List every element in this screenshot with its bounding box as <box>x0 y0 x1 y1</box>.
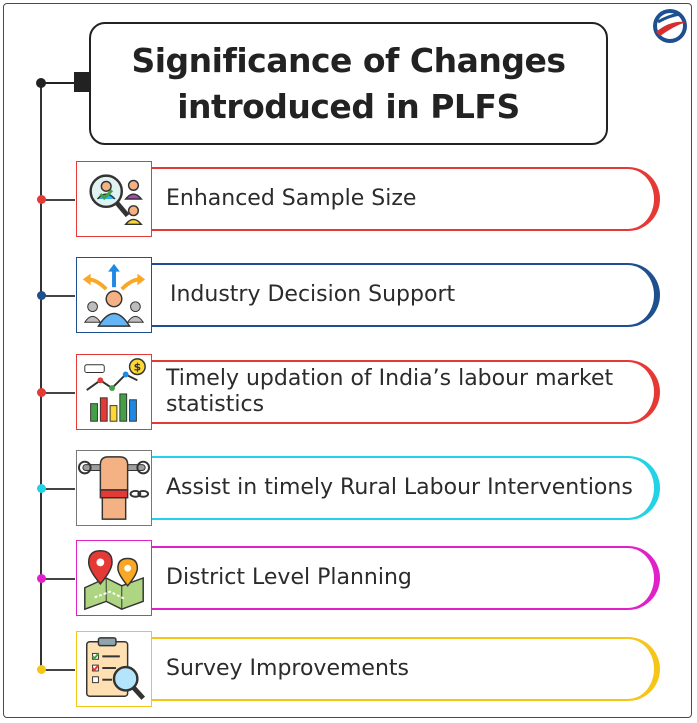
item-pill <box>120 167 660 231</box>
timeline-dot <box>37 388 46 397</box>
timeline-title-connector <box>40 82 80 84</box>
timeline-dot <box>37 665 46 674</box>
item-pill <box>120 456 660 520</box>
title-line-2: introduced in PLFS <box>177 86 520 126</box>
item-row-sample-size: Enhanced Sample Size <box>0 161 697 237</box>
title-box: Significance of Changes introduced in PL… <box>89 22 608 145</box>
row-connector <box>41 578 75 580</box>
row-connector <box>41 392 75 394</box>
outer-frame <box>3 3 692 718</box>
globe-logo-icon <box>653 9 687 43</box>
decision-arrows-icon <box>76 257 152 333</box>
item-label: Timely updation of India’s labour market… <box>166 366 614 417</box>
item-row-rural-labour: Assist in timely Rural Labour Interventi… <box>0 450 697 526</box>
item-pill <box>120 263 660 327</box>
item-label: Survey Improvements <box>166 656 409 681</box>
map-pins-icon <box>76 540 152 616</box>
timeline-vertical-line <box>40 82 42 670</box>
item-row-labour-statistics: Timely updation of India’s labour market… <box>0 354 697 430</box>
item-label: Assist in timely Rural Labour Interventi… <box>166 475 633 500</box>
row-connector <box>41 488 75 490</box>
row-connector <box>41 199 75 201</box>
timeline-start-node <box>36 78 46 88</box>
item-row-district-planning: District Level Planning <box>0 540 697 616</box>
growth-chart-icon: $ <box>76 354 152 430</box>
title-line-1: Significance of Changes <box>131 40 566 80</box>
row-connector <box>41 295 75 297</box>
title-connector-tab <box>74 72 89 92</box>
item-row-survey-improvements: Survey Improvements <box>0 631 697 707</box>
item-row-industry-decision: Industry Decision Support <box>0 257 697 333</box>
svg-text:$: $ <box>134 361 141 374</box>
item-pill <box>120 637 660 701</box>
timeline-dot <box>37 484 46 493</box>
timeline-dot <box>37 291 46 300</box>
wrench-hand-chain-icon <box>76 450 152 526</box>
search-people-icon <box>76 161 152 237</box>
row-connector <box>41 669 75 671</box>
item-pill <box>120 546 660 610</box>
item-label: District Level Planning <box>166 565 412 590</box>
timeline-dot <box>37 574 46 583</box>
clipboard-magnifier-icon <box>76 631 152 707</box>
page-title: Significance of Changes introduced in PL… <box>131 38 566 130</box>
item-label: Industry Decision Support <box>170 282 456 307</box>
timeline-dot <box>37 195 46 204</box>
item-label: Enhanced Sample Size <box>166 186 417 211</box>
item-pill <box>120 360 660 424</box>
